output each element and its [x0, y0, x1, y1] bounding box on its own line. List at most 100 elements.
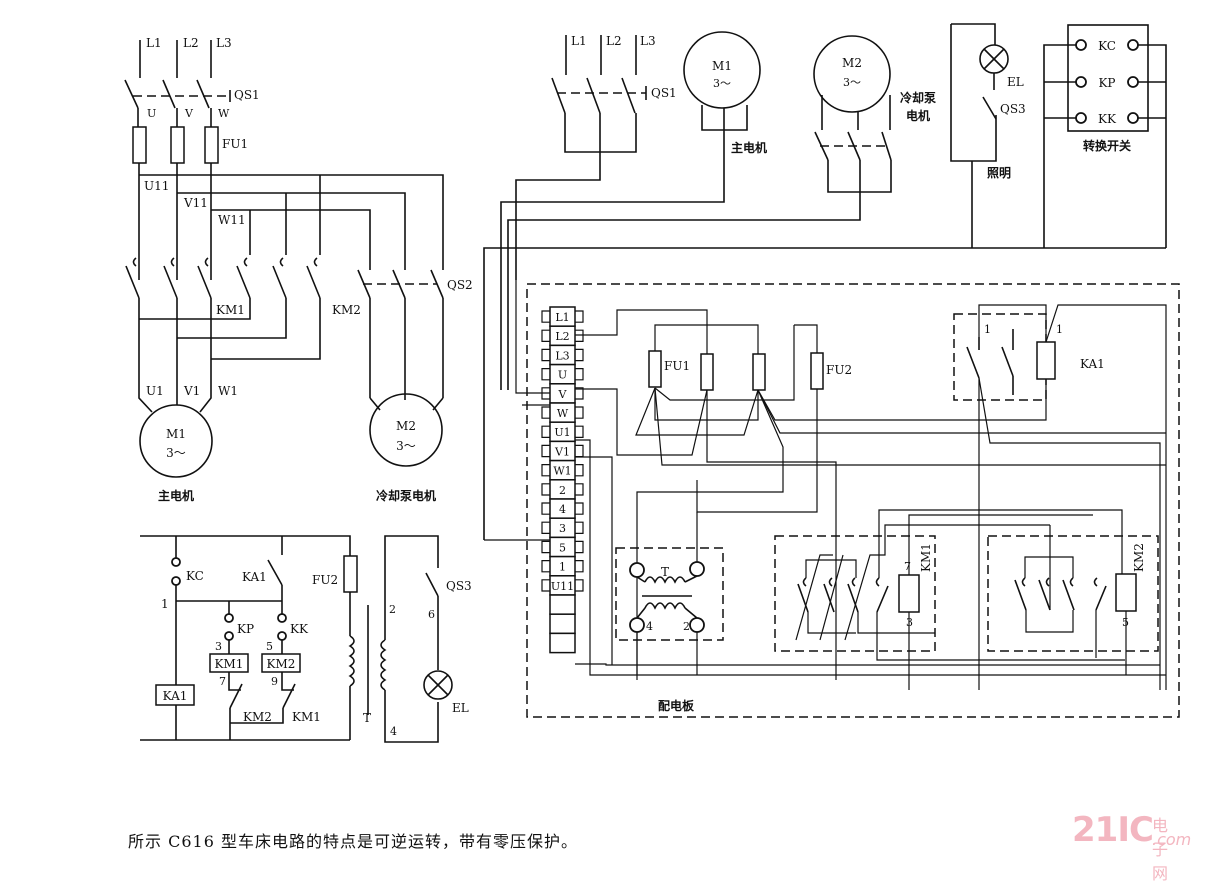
- wiring-l1: L1: [571, 34, 587, 48]
- motor-m2-name: M2: [396, 419, 416, 433]
- wiring-m1-name: M1: [712, 59, 732, 73]
- kc-contact-top: [171, 557, 181, 567]
- km1-contactor-box: [774, 535, 936, 652]
- label-v: V: [184, 107, 194, 120]
- watermark-domain: .com: [1152, 830, 1192, 849]
- board-label: 配电板: [658, 698, 695, 713]
- node-3: 3: [215, 640, 222, 653]
- terminal-label: L2: [555, 330, 569, 343]
- selector-switch-box: [1067, 24, 1149, 132]
- ka1-pin-right: 1: [1056, 323, 1063, 336]
- figure-caption: 所示 C616 型车床电路的特点是可逆运转，带有零压保护。: [128, 832, 578, 851]
- transformer-primary: [348, 635, 355, 687]
- board-outline: [526, 283, 1180, 718]
- km2-coil: [1115, 573, 1137, 612]
- motor-m1-symbol: [139, 404, 213, 478]
- label-coil-km2: KM2: [267, 657, 296, 671]
- terminal-block: [549, 613, 576, 635]
- label-kp: KP: [237, 622, 254, 636]
- label-fu1: FU1: [222, 137, 248, 151]
- ka1-pin-left: 1: [984, 323, 991, 336]
- fuse-fu1-v: [170, 126, 185, 164]
- fuse-fu1-w: [204, 126, 219, 164]
- watermark-21ic: 21IC 电子网 .com: [1072, 810, 1191, 883]
- terminal-label: L1: [555, 311, 569, 324]
- label-u1: U1: [146, 384, 164, 398]
- label-l2: L2: [183, 36, 199, 50]
- label-kc: KC: [186, 569, 204, 583]
- wiring-qs3: QS3: [1000, 102, 1026, 116]
- label-transformer: T: [363, 711, 371, 725]
- board-fu2: [810, 352, 824, 390]
- km1-label: KM1: [919, 543, 933, 572]
- kk-contact-top: [277, 613, 287, 623]
- wiring-m2-label-2: 电机: [906, 108, 930, 123]
- ka1-coil: [1036, 341, 1056, 380]
- terminal-label: V1: [554, 445, 570, 458]
- label-qs1: QS1: [234, 88, 260, 102]
- transformer-secondary: [380, 639, 387, 691]
- kp-contact-bottom: [224, 631, 234, 641]
- label-coil-ka1: KA1: [163, 689, 188, 703]
- terminal-label: 4: [559, 503, 566, 516]
- terminal-label: 3: [559, 522, 566, 535]
- wiring-motor-m2: [813, 35, 891, 113]
- board-fu2-label: FU2: [826, 363, 852, 377]
- board-fu1-label: FU1: [664, 359, 690, 373]
- label-el: EL: [452, 701, 469, 715]
- wiring-m1-label: 主电机: [731, 140, 767, 155]
- wiring-l2: L2: [606, 34, 622, 48]
- label-kk: KK: [290, 622, 309, 636]
- terminal-label: W1: [553, 465, 571, 478]
- label-coil-km1: KM1: [215, 657, 244, 671]
- wiring-diagram-canvas: L1 L2 L3 QS1 U V W FU1 U11 V11 W11: [124, 23, 1180, 743]
- wiring-m2-name: M2: [842, 56, 862, 70]
- node-4: 4: [390, 725, 397, 738]
- transformer-pin-2: 2: [683, 620, 690, 633]
- terminal-label: L3: [555, 349, 569, 362]
- power-schematic: L1 L2 L3 QS1 U V W FU1 U11 V11 W11: [124, 36, 473, 503]
- label-u11: U11: [144, 179, 169, 193]
- terminal-label: 2: [559, 484, 566, 497]
- contactor-contacts: [125, 257, 321, 299]
- km2-contactor-box: [987, 535, 1159, 652]
- wiring-motor-m1: [683, 31, 761, 109]
- transformer-label: T: [661, 565, 669, 579]
- label-w11: W11: [218, 213, 246, 227]
- motor-m1-label: 主电机: [158, 488, 194, 503]
- node-1: 1: [161, 597, 169, 611]
- km1-coil: [898, 574, 920, 613]
- label-l3: L3: [216, 36, 232, 50]
- wiring-m1-type: 3～: [713, 77, 731, 90]
- terminal-label: 5: [559, 541, 566, 554]
- terminal-block: [549, 594, 576, 615]
- terminal-label: W: [557, 407, 569, 420]
- motor-m1-name: M1: [166, 427, 186, 441]
- ka1-label: KA1: [1080, 357, 1105, 371]
- motor-m2-type: 3～: [396, 439, 416, 453]
- terminal-label: U1: [554, 426, 570, 439]
- transformer-pin-4: 4: [646, 620, 653, 633]
- board-fu1-b: [700, 353, 714, 391]
- board-fu1-c: [752, 353, 766, 391]
- node-6: 6: [428, 608, 435, 621]
- board-fu1-a: [648, 350, 662, 388]
- label-v1: V1: [183, 384, 200, 398]
- kc-contact-bottom: [171, 576, 181, 586]
- fuse-fu1-u: [132, 126, 147, 164]
- kk-contact-bottom: [277, 631, 287, 641]
- selector-kp: KP: [1098, 76, 1115, 90]
- transformer-box: [615, 547, 724, 641]
- wiring-m2-type: 3～: [843, 76, 861, 89]
- wiring-light-label: 照明: [987, 165, 1011, 180]
- ka1-relay-box: [953, 313, 1047, 401]
- node-2: 2: [389, 603, 396, 616]
- fuse-fu2: [343, 555, 358, 593]
- label-v11: V11: [183, 196, 208, 210]
- label-w1: W1: [218, 384, 238, 398]
- km1-pin-7: 7: [904, 560, 911, 573]
- label-km1-interlock: KM1: [292, 710, 321, 724]
- terminal-label: U11: [551, 580, 574, 593]
